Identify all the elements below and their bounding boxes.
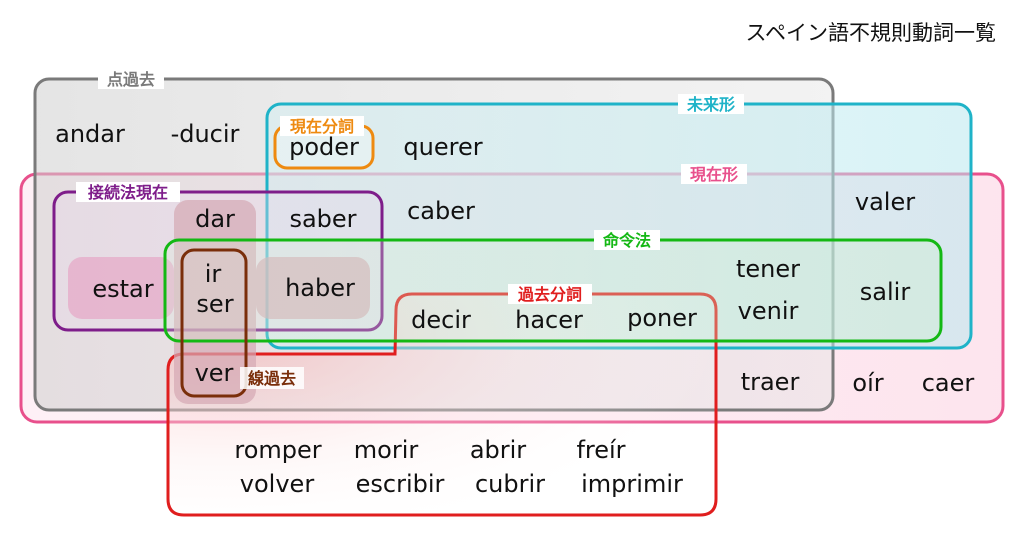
verb-venir: venir	[738, 297, 799, 325]
svg-text:点過去: 点過去	[107, 70, 155, 89]
svg-text:線過去: 線過去	[248, 369, 296, 388]
verb-salir: salir	[860, 278, 911, 306]
verb-andar: andar	[55, 120, 125, 148]
svg-text:現在形: 現在形	[690, 165, 738, 184]
verb-ducir: -ducir	[171, 120, 240, 148]
label-gerund: 現在分詞	[280, 116, 364, 136]
verb-escribir: escribir	[356, 470, 445, 498]
verb-imprimir: imprimir	[581, 470, 683, 498]
label-future: 未来形	[678, 94, 744, 114]
verb-tener: tener	[736, 255, 800, 283]
svg-text:接続法現在: 接続法現在	[88, 183, 168, 202]
label-past-participle: 過去分詞	[508, 284, 592, 304]
verb-haber: haber	[285, 274, 355, 302]
verb-caer: caer	[922, 369, 975, 397]
verb-estar: estar	[92, 275, 153, 303]
svg-text:過去分詞: 過去分詞	[517, 285, 582, 304]
verb-freir: freír	[576, 436, 625, 464]
imperfect-region	[180, 248, 248, 398]
verb-ver: ver	[195, 359, 234, 387]
verb-dar: dar	[195, 205, 235, 233]
verb-valer: valer	[855, 188, 915, 216]
svg-text:未来形: 未来形	[686, 95, 735, 114]
label-present: 現在形	[681, 164, 747, 184]
verb-ir: ir	[205, 260, 222, 288]
verb-saber: saber	[289, 205, 356, 233]
verb-oir: oír	[852, 369, 883, 397]
verb-cubrir: cubrir	[475, 470, 545, 498]
verb-hacer: hacer	[515, 306, 583, 334]
verb-abrir: abrir	[470, 436, 526, 464]
estar-pill	[68, 257, 174, 319]
label-subjunctive: 接続法現在	[76, 182, 180, 202]
verb-romper: romper	[234, 436, 321, 464]
verb-decir: decir	[411, 306, 471, 334]
verb-morir: morir	[354, 436, 419, 464]
verb-traer: traer	[741, 368, 800, 396]
svg-text:命令法: 命令法	[602, 231, 651, 250]
label-preterite: 点過去	[98, 69, 164, 89]
diagram-title: スペイン語不規則動詞一覧	[745, 21, 996, 45]
label-imperfect: 線過去	[240, 367, 304, 389]
verb-poder: poder	[289, 133, 359, 161]
label-imperative: 命令法	[594, 230, 660, 250]
verb-caber: caber	[407, 197, 475, 225]
verb-querer: querer	[403, 133, 482, 161]
svg-text:現在分詞: 現在分詞	[290, 117, 354, 136]
verb-volver: volver	[240, 470, 315, 498]
verb-poner: poner	[627, 304, 697, 332]
verb-ser: ser	[196, 290, 233, 318]
